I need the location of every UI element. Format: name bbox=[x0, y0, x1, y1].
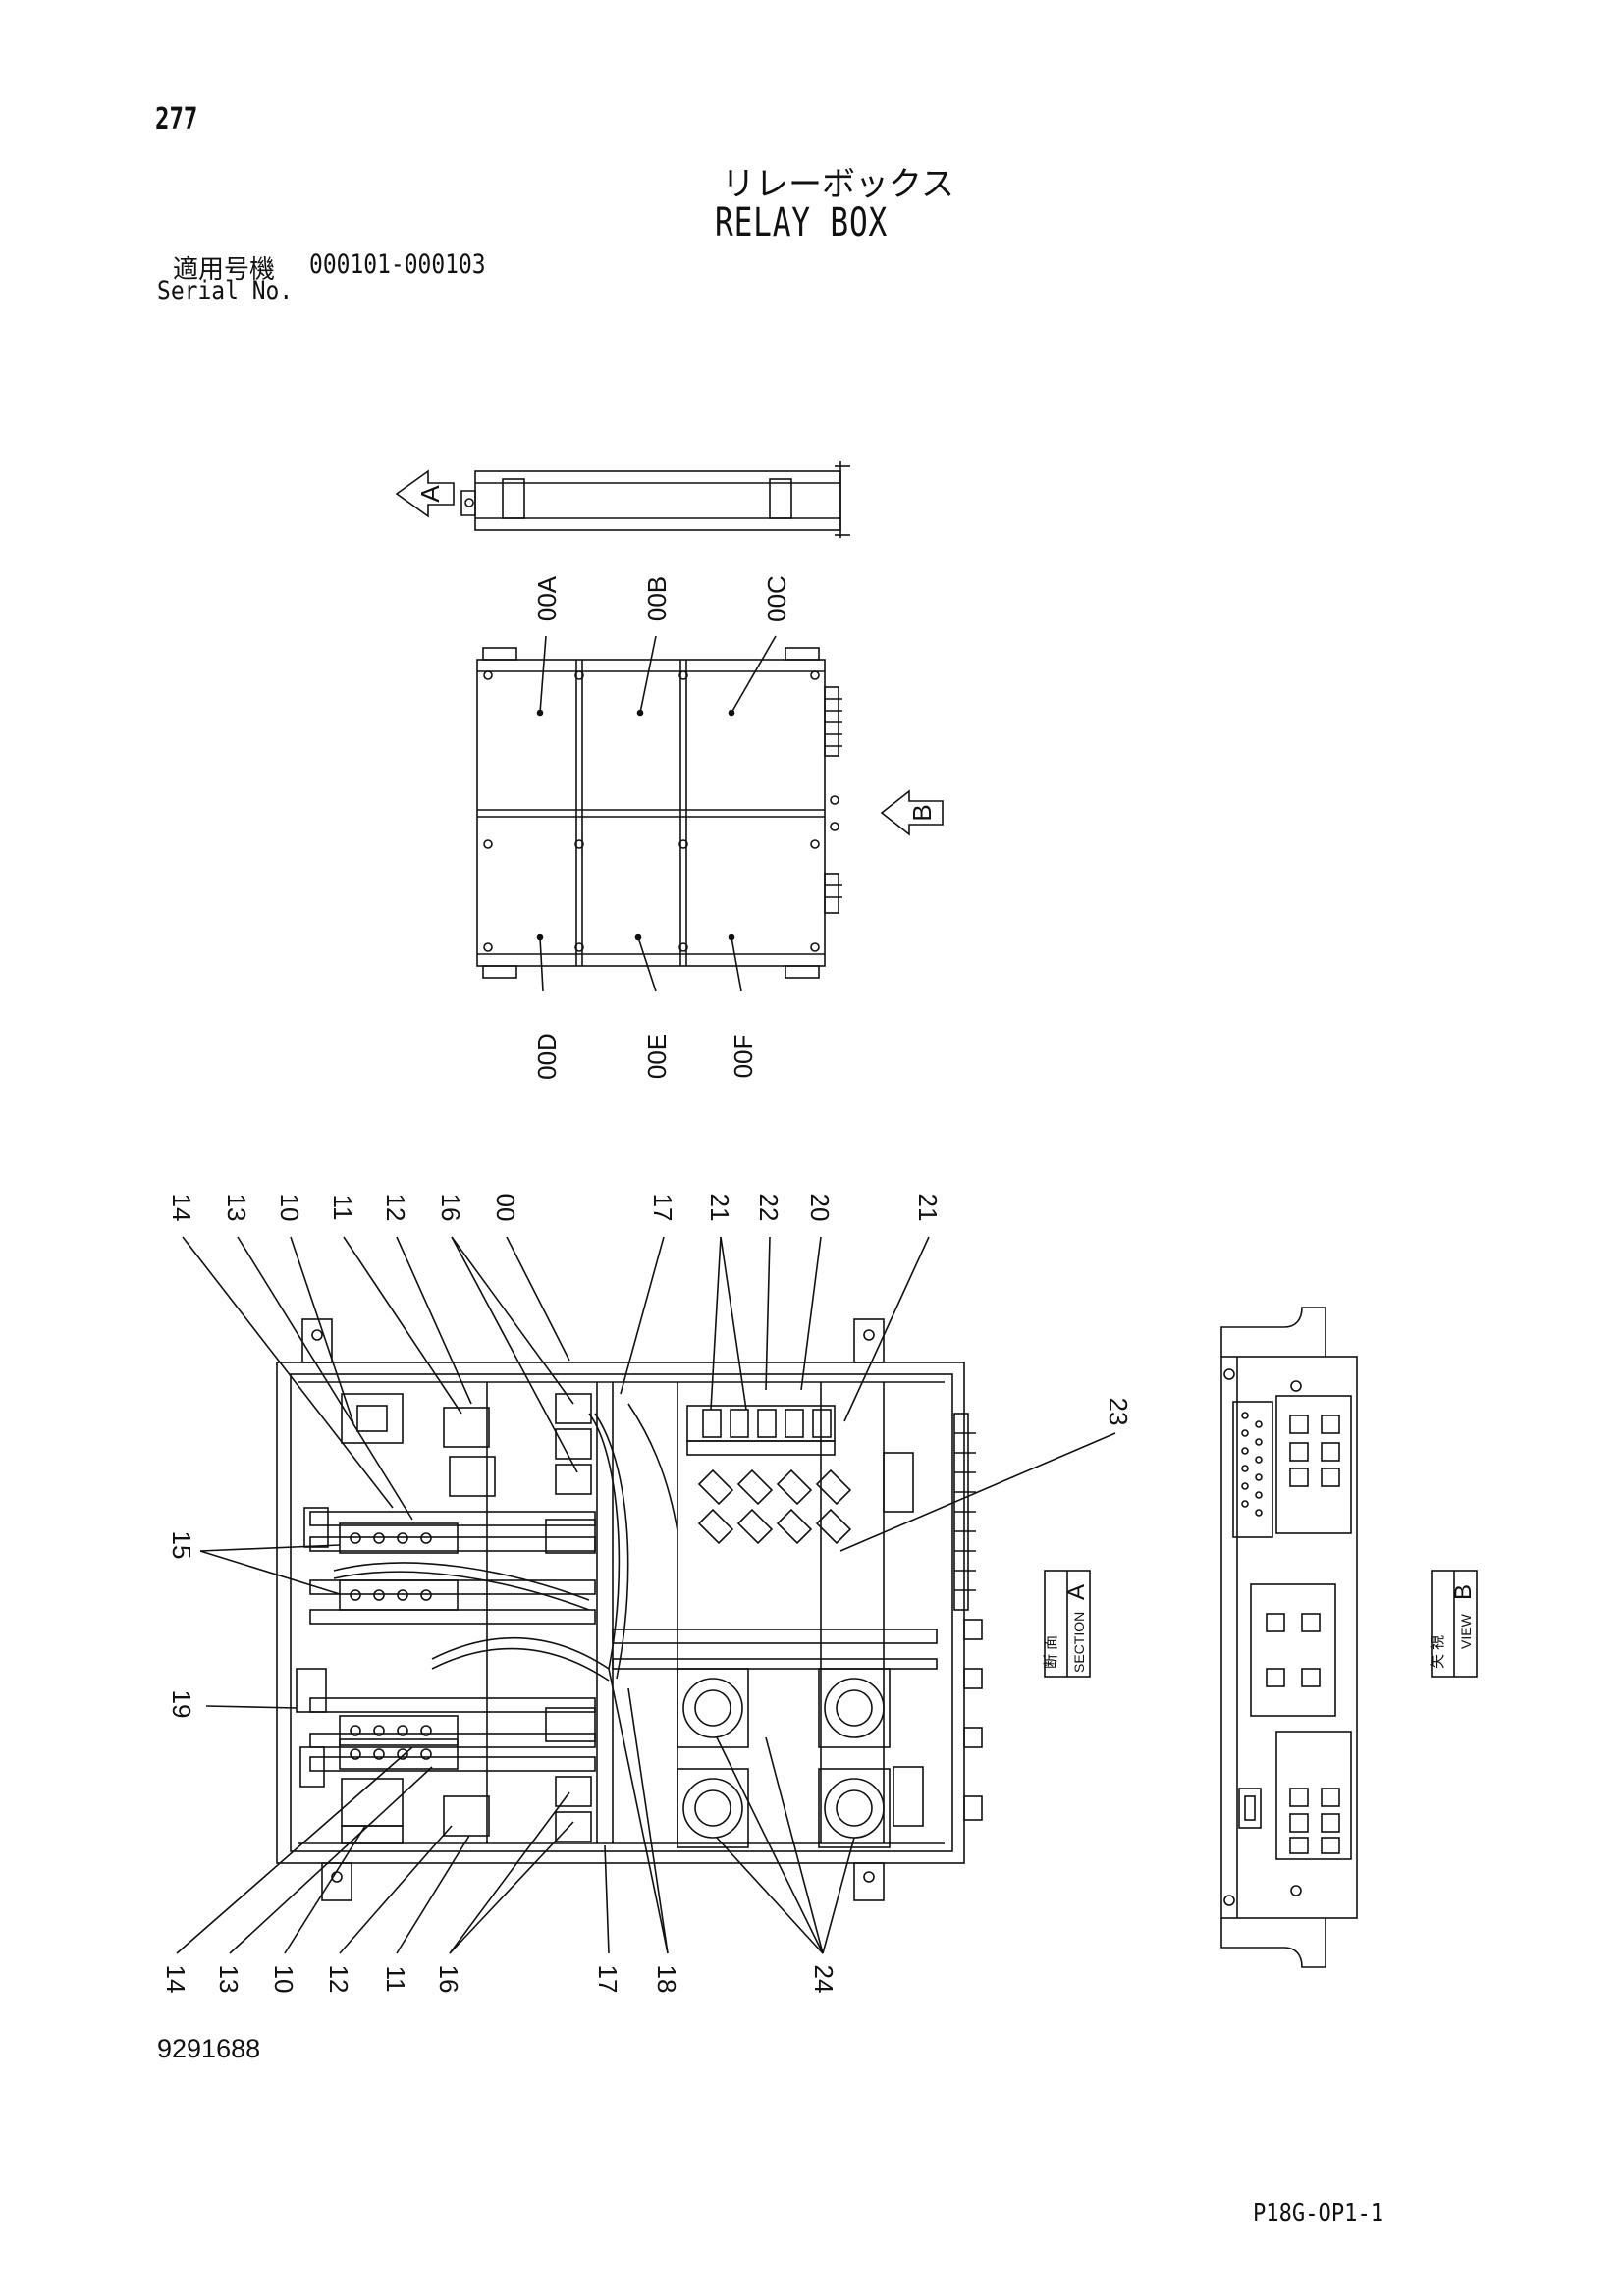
panel-00c: 00C bbox=[762, 575, 791, 622]
callout-bottom-4: 12 bbox=[324, 1965, 353, 1994]
panel-00b: 00B bbox=[642, 576, 672, 621]
panel-00d: 00D bbox=[532, 1033, 562, 1080]
title-english: RELAY BOX bbox=[715, 200, 889, 245]
callout-bottom-6: 16 bbox=[434, 1965, 463, 1994]
callout-top-5: 12 bbox=[381, 1194, 410, 1222]
serial-label-english: Serial No. bbox=[157, 276, 294, 306]
callout-top-6: 16 bbox=[436, 1194, 465, 1222]
drawing-number: 9291688 bbox=[157, 2034, 261, 2063]
callout-top-2: 13 bbox=[222, 1194, 251, 1222]
callout-bottom-2: 13 bbox=[214, 1965, 244, 1994]
callout-right-23: 23 bbox=[1104, 1398, 1133, 1426]
page-code: P18G-OP1-1 bbox=[1253, 2199, 1384, 2228]
callout-top-10: 22 bbox=[754, 1194, 784, 1222]
section-a-view bbox=[176, 1236, 1116, 1954]
arrow-b-letter: B bbox=[907, 804, 937, 821]
callout-bottom-1: 14 bbox=[161, 1965, 190, 1994]
panel-00e: 00E bbox=[642, 1034, 672, 1079]
callout-top-4: 11 bbox=[328, 1195, 357, 1221]
callout-top-1: 14 bbox=[167, 1194, 196, 1222]
view-arrow-a bbox=[395, 469, 455, 518]
arrow-a-letter: A bbox=[415, 485, 445, 503]
page-number: 277 bbox=[155, 102, 198, 136]
section-tag-en: SECTION bbox=[1071, 1612, 1087, 1673]
callout-left-19: 19 bbox=[167, 1690, 196, 1719]
view-tag-jp: 矢 視 bbox=[1430, 1635, 1446, 1669]
title-japanese: リレーボックス bbox=[722, 165, 954, 204]
panel-00a: 00A bbox=[532, 575, 562, 621]
side-view bbox=[395, 461, 850, 538]
section-tag-jp: 断 面 bbox=[1043, 1635, 1059, 1669]
serial-label-japanese: 適用号機 bbox=[173, 255, 276, 285]
plan-view bbox=[476, 635, 944, 992]
serial-range: 000101-000103 bbox=[309, 249, 486, 280]
callout-top-8: 17 bbox=[648, 1194, 677, 1222]
callout-top-12: 21 bbox=[913, 1194, 943, 1222]
panel-00f: 00F bbox=[729, 1035, 758, 1079]
callout-left-15: 15 bbox=[167, 1531, 196, 1560]
callout-bottom-3: 10 bbox=[269, 1965, 298, 1994]
section-tag-letter: A bbox=[1063, 1584, 1090, 1600]
callout-bottom-7: 17 bbox=[593, 1965, 623, 1994]
callout-top-9: 21 bbox=[705, 1194, 734, 1222]
view-arrow-b bbox=[880, 789, 944, 836]
callout-bottom-9: 24 bbox=[809, 1965, 839, 1994]
callout-top-3: 10 bbox=[275, 1194, 304, 1222]
view-b bbox=[1220, 1307, 1478, 1968]
view-tag-en: VIEW bbox=[1458, 1613, 1474, 1649]
callout-bottom-5: 11 bbox=[381, 1966, 410, 1993]
callout-top-11: 20 bbox=[805, 1194, 835, 1222]
view-tag-letter: B bbox=[1450, 1584, 1477, 1600]
callout-bottom-8: 18 bbox=[652, 1965, 681, 1994]
callout-top-7: 00 bbox=[491, 1194, 520, 1222]
